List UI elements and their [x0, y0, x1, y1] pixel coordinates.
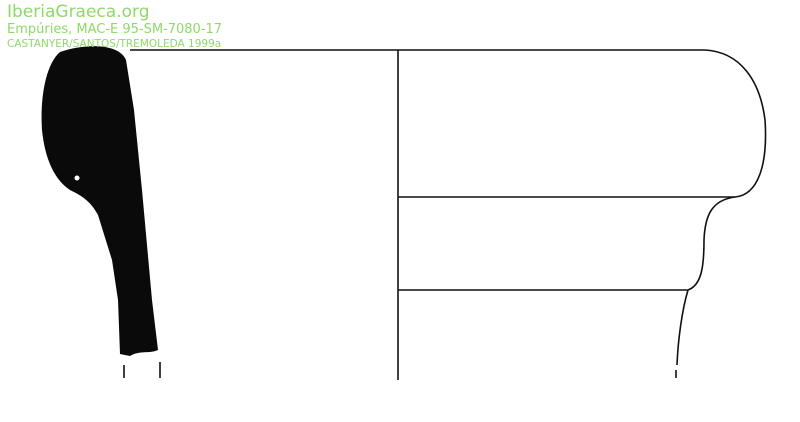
- watermark-site: IberiaGraeca.org: [7, 2, 150, 22]
- neck-profile: [398, 196, 736, 291]
- rim-outer-curve: [398, 49, 767, 198]
- body-profile: [676, 289, 689, 366]
- section-mark: [74, 175, 80, 181]
- watermark-citation: CASTANYER/SANTOS/TREMOLEDA 1999a: [7, 38, 222, 50]
- watermark-reference: Empúries, MAC-E 95-SM-7080-17: [7, 22, 223, 37]
- section-profile: [41, 46, 158, 356]
